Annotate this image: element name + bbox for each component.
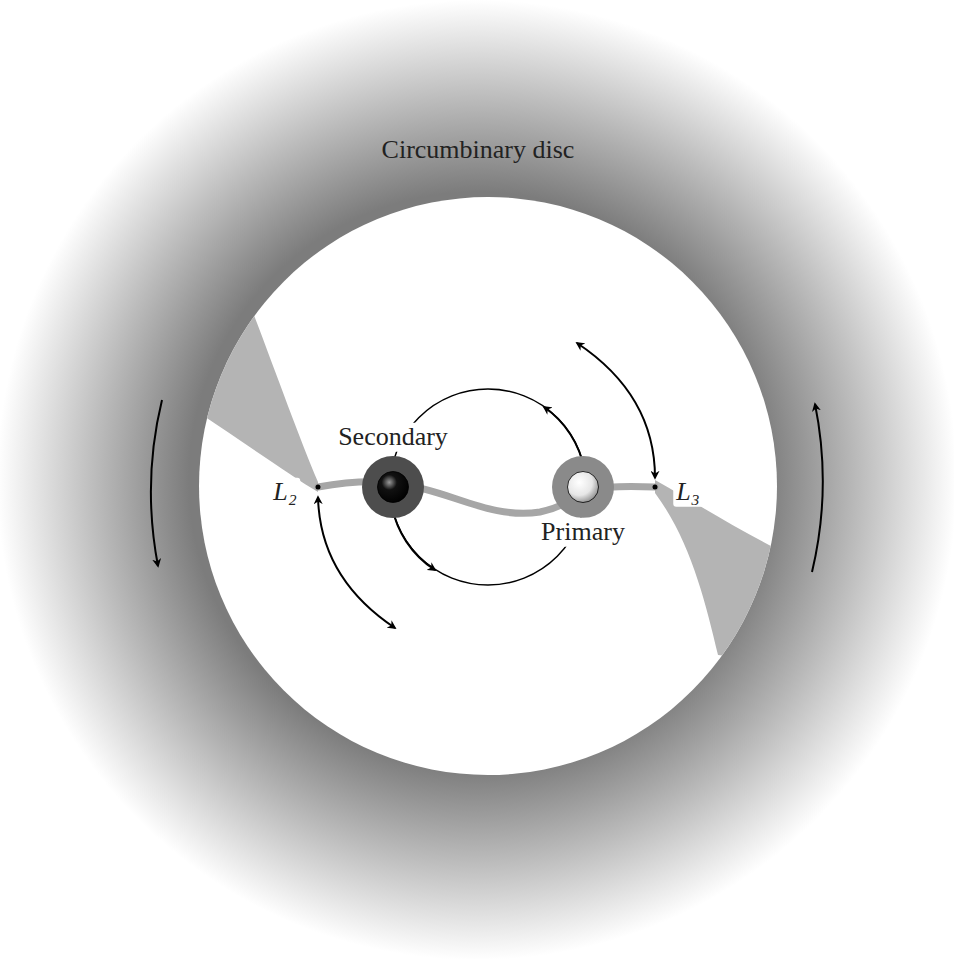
region-title: Circumbinary disc xyxy=(382,136,575,165)
libration-arrow xyxy=(318,497,395,628)
star-halo xyxy=(362,456,424,518)
star-core xyxy=(568,472,599,503)
lagrange-point xyxy=(316,485,321,490)
star-node: Secondary xyxy=(360,454,426,520)
lagrange-point xyxy=(653,485,658,490)
star-label: Secondary xyxy=(335,423,451,452)
star-halo xyxy=(552,456,614,518)
disc-cavity xyxy=(199,197,777,775)
lagrange-label: L₃ xyxy=(673,478,703,507)
star-symbol xyxy=(550,454,616,520)
spiral-arm xyxy=(180,300,318,492)
lagrange-label: L₂ xyxy=(270,478,300,507)
star-label: Primary xyxy=(538,518,628,547)
star-node: Primary xyxy=(550,454,616,520)
star-core xyxy=(378,472,409,503)
star-symbol xyxy=(360,454,426,520)
rotation-arrow xyxy=(812,404,823,572)
spiral-arm xyxy=(655,480,800,665)
rotation-arrow xyxy=(151,400,162,566)
